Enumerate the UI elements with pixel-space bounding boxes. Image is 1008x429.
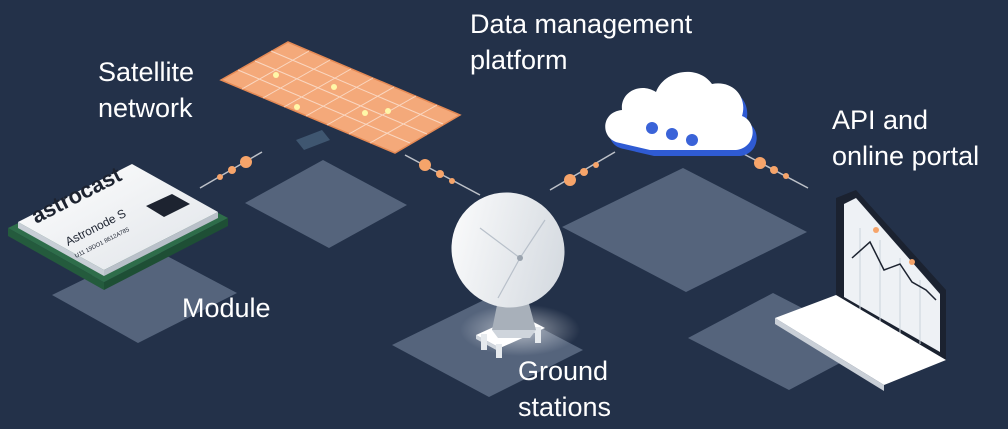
qr-code-icon (146, 194, 190, 217)
tile-api (688, 293, 874, 390)
connector-ground-platform (549, 151, 616, 191)
label-satellite-line2: network (98, 93, 193, 123)
label-satellite-network: Satellite network (98, 54, 194, 126)
label-data-line2: platform (470, 45, 568, 75)
connector-module-satellite (199, 151, 263, 189)
label-api-online-portal: API and online portal (832, 102, 979, 174)
module-chip-icon (8, 164, 228, 290)
label-satellite-line1: Satellite (98, 57, 195, 87)
label-ground-line1: Ground (518, 356, 609, 386)
laptop-icon (775, 190, 946, 391)
tile-module (52, 247, 237, 343)
label-module-text: Module (182, 293, 271, 323)
cloud-icon (605, 71, 757, 156)
cloud-dots (646, 122, 698, 146)
label-api-line1: API and (832, 105, 929, 135)
label-module: Module (182, 290, 271, 326)
label-ground-line2: stations (518, 392, 612, 422)
tile-satellite (245, 160, 407, 248)
label-data-management-platform: Data management platform (470, 6, 692, 78)
label-api-line2: online portal (832, 141, 980, 171)
label-data-line1: Data management (470, 9, 693, 39)
connector-platform-api (739, 151, 809, 189)
connector-satellite-ground (404, 154, 481, 196)
ground-station-dish-icon (451, 192, 565, 358)
label-ground-stations: Ground stations (518, 353, 611, 425)
tile-platform (562, 168, 807, 292)
satellite-icon (219, 41, 462, 154)
